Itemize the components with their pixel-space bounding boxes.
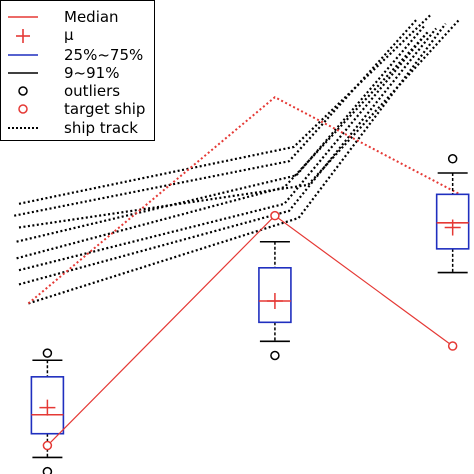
boxes-layer [30,154,470,474]
legend-frame [0,0,155,141]
ship-track-2 [18,27,437,286]
outlier-point-1 [447,154,458,164]
legend-outliers-label: outliers [64,82,120,100]
target-ship-point-2 [270,210,280,221]
target-ship-point-1 [42,440,53,451]
legend-whisker-label: 9~91% [64,64,119,82]
iqr-box [258,267,292,324]
legend-iqr-label: 25%~75% [64,46,143,64]
target-ship-line [46,214,454,447]
target-projection-layer [27,96,461,305]
target-ship-layer [42,210,458,451]
iqr-box [435,193,470,250]
ship-track-4 [16,30,430,260]
box-2 [258,240,292,361]
ship-track-7 [13,18,418,217]
box-1 [30,348,65,474]
legend: Median μ 25%~75% 9~91% outliers target s… [0,0,155,141]
legend-target-label: target ship [64,100,145,118]
iqr-box [30,376,65,435]
outlier-point-2 [42,348,53,358]
ship-track-6 [18,18,461,229]
ship-track-3 [18,32,428,272]
outlier-point-1 [270,350,280,361]
legend-outliers-swatch [18,86,28,96]
legend-target-swatch [18,104,28,114]
legend-median-label: Median [64,8,119,26]
box-3 [435,154,470,274]
ship-tracks-layer [13,13,461,305]
target-ship-point-3 [447,341,458,351]
outlier-point-1 [42,466,53,474]
target-projection-line [27,96,461,305]
legend-track-label: ship track [64,119,138,137]
legend-mean-label: μ [64,26,74,44]
ship-track-5 [16,25,426,243]
legend-mean-swatch [16,29,30,43]
ship-track-8 [18,13,433,205]
